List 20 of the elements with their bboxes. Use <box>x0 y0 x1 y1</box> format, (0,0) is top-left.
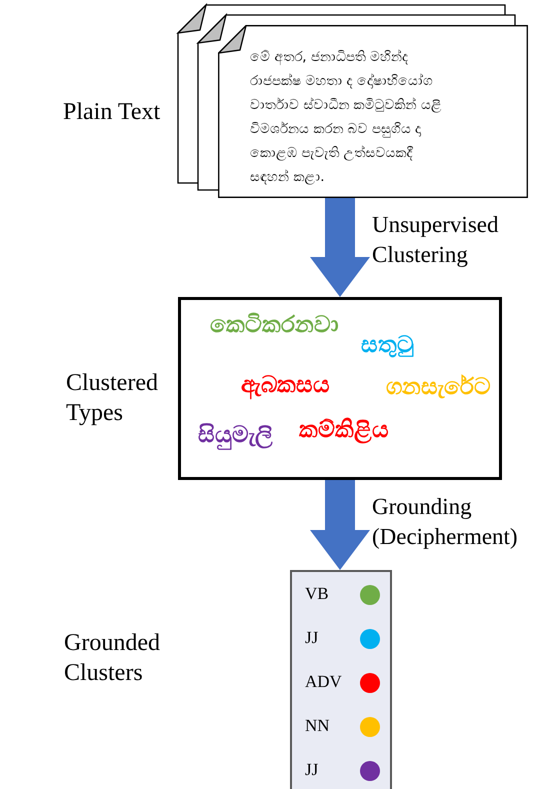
block-arrow <box>310 198 370 297</box>
cluster-word: සියුමැලි <box>198 421 273 452</box>
side-label: Grounded Clusters <box>64 629 161 688</box>
cluster-word: කම්කිළිය <box>299 416 389 446</box>
cluster-word: ඇබකසය <box>241 371 330 402</box>
cluster-word: ගනසැරේට <box>386 373 491 402</box>
cluster-box <box>178 297 502 480</box>
document-page <box>218 25 528 198</box>
tag-label: JJ <box>305 627 318 649</box>
block-arrow <box>310 480 370 570</box>
side-label: Plain Text <box>63 98 162 127</box>
tag-label: ADV <box>305 671 342 693</box>
tag-label: VB <box>305 583 329 605</box>
tag-label: NN <box>305 715 330 737</box>
side-label: Clustered Types <box>66 369 159 428</box>
cluster-word: සතුටු <box>361 331 414 360</box>
tag-list-panel <box>290 570 392 789</box>
paragraph: මේ අතර, ජනාධිපති මහින්ද රාජපක්ෂ මහතා ද දෝෂාභියෝග වාර්තාව ස්වාධීන කමිටුවකින් යළි විමර්ශනය කරන බව පසුගිය දා කොළඹ පැවැති උත්සවයකදී සඳහන් කළා. <box>250 48 443 187</box>
tag-label: JJ <box>305 759 318 781</box>
cluster-word: කෙටිකරනවා <box>210 311 339 340</box>
